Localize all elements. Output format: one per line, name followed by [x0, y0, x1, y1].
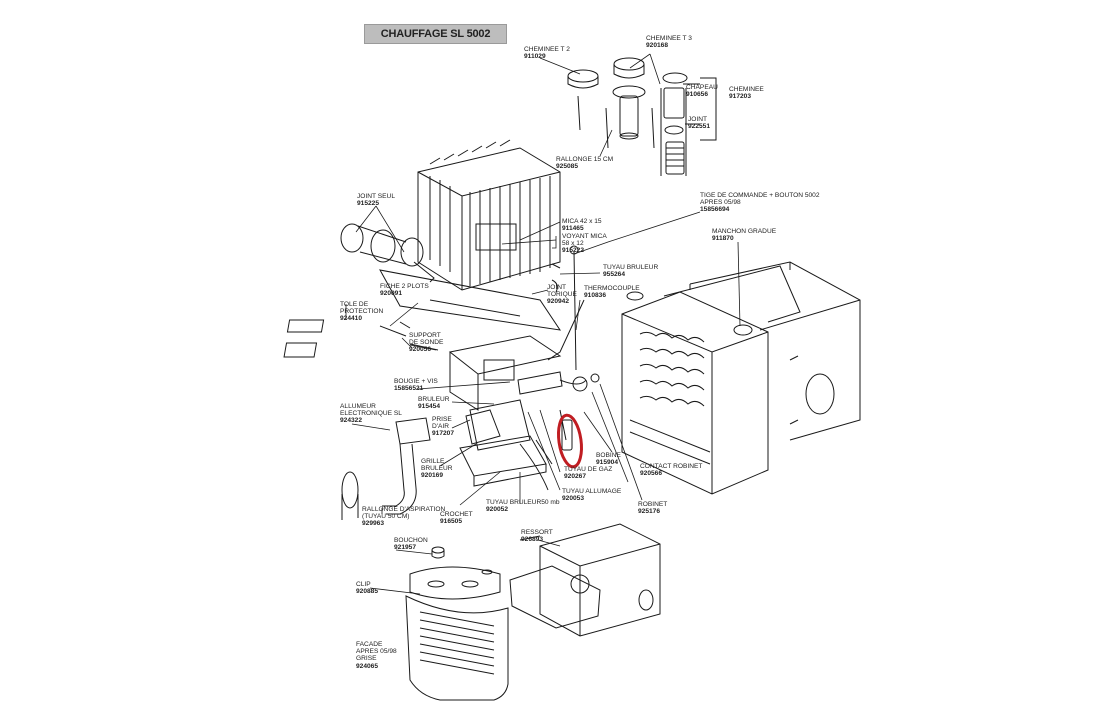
- chimney-group: [567, 57, 717, 176]
- central-mechanism: [448, 245, 600, 491]
- left-joints: [340, 223, 435, 283]
- lower-frame: [509, 523, 661, 637]
- diagram-title: CHAUFFAGE SL 5002: [380, 28, 491, 40]
- front-facade: [405, 546, 509, 701]
- label-rallonge-aspiration: RALLONGE D'ASPIRATION(TUYAU 50 CM)929963: [362, 506, 446, 528]
- diagram-title-box: CHAUFFAGE SL 5002: [364, 24, 507, 44]
- leader-lines: [345, 53, 741, 595]
- heater-cabinet: [621, 261, 861, 495]
- heat-exchanger: [379, 139, 562, 331]
- left-small-parts: [283, 319, 439, 520]
- highlight-circle: [557, 413, 583, 469]
